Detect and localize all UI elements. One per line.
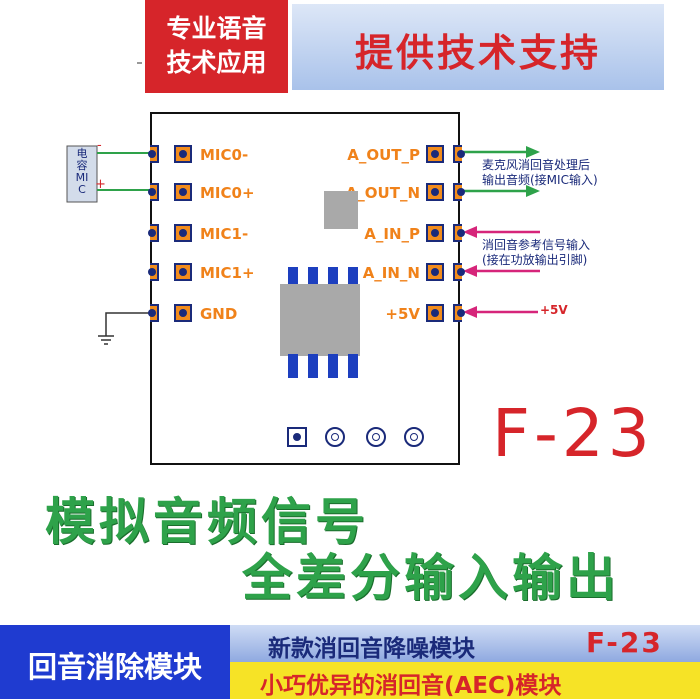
- header-hole: [366, 427, 386, 447]
- pin-pad: [426, 263, 444, 281]
- note-input: 消回音参考信号输入 (接在功放输出引脚): [482, 238, 591, 267]
- pin-pad: [426, 224, 444, 242]
- edge-pad: [453, 183, 465, 201]
- pin-pad: [426, 145, 444, 163]
- mic-minus-sign: -: [97, 138, 102, 153]
- ic-leg: [288, 354, 298, 378]
- pin-pad: [174, 145, 192, 163]
- pin-label-a-in-p: A_IN_P: [364, 225, 420, 243]
- footer-tagline-panel: 小巧优异的消回音(AEC)模块: [230, 662, 700, 699]
- slogan-line-1: 模拟音频信号: [45, 493, 369, 551]
- module-board: MIC0- MIC0+ MIC1- MIC1+ GND A_OUT_P A_OU…: [148, 112, 465, 465]
- support-text: 提供技术支持: [354, 31, 601, 75]
- support-banner: 提供技术支持: [292, 4, 664, 90]
- badge-line-2: 技术应用: [166, 48, 267, 77]
- ic-leg: [328, 354, 338, 378]
- pin-label-mic0-plus: MIC0+: [200, 184, 255, 202]
- pin-pad: [426, 183, 444, 201]
- ic-leg: [308, 354, 318, 378]
- footer-model: F-23: [586, 626, 663, 659]
- header-hole: [325, 427, 345, 447]
- pin-label-a-in-n: A_IN_N: [362, 264, 420, 282]
- pin-label-5v: +5V: [385, 305, 420, 323]
- footer-title-panel: 回音消除模块: [0, 625, 230, 699]
- pin-pad: [174, 263, 192, 281]
- edge-pad: [148, 263, 159, 281]
- mic-plus-sign: +: [95, 177, 106, 192]
- small-component: [324, 191, 358, 229]
- pin-label-mic1-plus: MIC1+: [200, 264, 255, 282]
- header-hole: [404, 427, 424, 447]
- pin-label-a-out-p: A_OUT_P: [347, 146, 420, 164]
- pin-label-a-out-n: A_OUT_N: [345, 184, 420, 202]
- ic-leg: [288, 267, 298, 287]
- ground-wire: [105, 312, 150, 336]
- edge-pad: [453, 263, 465, 281]
- ic-leg: [308, 267, 318, 287]
- pin-label-mic1-minus: MIC1-: [200, 225, 249, 243]
- edge-pad: [453, 224, 465, 242]
- footer-subtitle-panel: 新款消回音降噪模块 F-23: [230, 625, 700, 662]
- note-power: +5V: [540, 303, 568, 317]
- edge-pad: [453, 145, 465, 163]
- model-number: F-23: [492, 395, 654, 472]
- pin-pad: [174, 183, 192, 201]
- badge-line-1: 专业语音: [166, 14, 267, 43]
- edge-pad: [148, 304, 159, 322]
- edge-pad: [148, 224, 159, 242]
- footer-subtitle: 新款消回音降噪模块: [268, 636, 475, 662]
- footer-tagline: 小巧优异的消回音(AEC)模块: [260, 673, 562, 699]
- ic-leg: [348, 354, 358, 378]
- mic-capsule-icon: [66, 145, 98, 203]
- header-hole: [287, 427, 307, 447]
- slogan-line-2: 全差分输入输出: [242, 549, 620, 607]
- ic-leg: [348, 267, 358, 287]
- footer-title: 回音消除模块: [27, 650, 202, 684]
- top-badge: 专业语音 技术应用: [145, 0, 288, 93]
- ic-chip: [280, 284, 360, 356]
- edge-pad: [148, 183, 159, 201]
- pin-label-gnd: GND: [200, 305, 238, 323]
- pin-pad: [174, 224, 192, 242]
- mic-label: 电容MIC: [75, 147, 89, 196]
- ic-leg: [328, 267, 338, 287]
- pin-pad: [174, 304, 192, 322]
- note-output: 麦克风消回音处理后 输出音频(接MIC输入): [482, 158, 598, 187]
- edge-pad: [148, 145, 159, 163]
- pin-pad: [426, 304, 444, 322]
- edge-pad: [453, 304, 465, 322]
- pin-label-mic0-minus: MIC0-: [200, 146, 249, 164]
